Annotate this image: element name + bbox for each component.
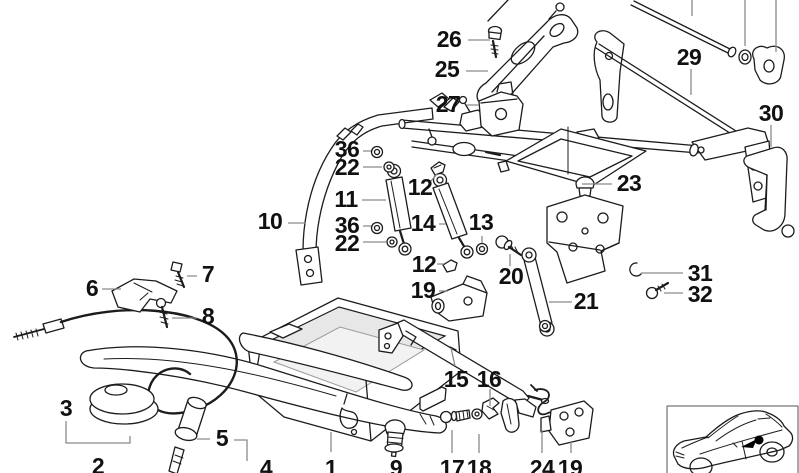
callout-21: 21 — [574, 288, 599, 314]
bracket-19-center-drawing — [430, 275, 488, 322]
callout-36-upper: 36 — [335, 136, 360, 162]
gas-strut-14-drawing — [432, 172, 474, 259]
callout-30: 30 — [759, 100, 784, 126]
callout-26: 26 — [437, 26, 462, 52]
grommet-22-upper-drawing — [383, 161, 395, 173]
callout-25: 25 — [435, 56, 460, 82]
bracket-6-drawing — [111, 278, 178, 313]
callout-12-upper: 12 — [408, 174, 433, 200]
bowden-cable-drawing — [13, 308, 238, 415]
bolt-20-drawing — [495, 235, 523, 257]
callout-2: 2 — [92, 453, 104, 473]
callout-15: 15 — [444, 366, 469, 392]
plug-5-drawing — [174, 396, 207, 442]
callout-29: 29 — [677, 44, 702, 70]
callout-9: 9 — [390, 455, 402, 473]
callout-10: 10 — [258, 208, 283, 234]
striker-19-bottom-drawing — [540, 400, 594, 446]
callout-17: 17 — [440, 455, 465, 473]
circlip-31-drawing — [629, 262, 642, 277]
callout-19-bottom: 19 — [558, 455, 583, 473]
lock-disc-drawing — [89, 383, 159, 425]
callout-27: 27 — [436, 91, 461, 117]
bolt-26-drawing — [487, 25, 503, 59]
callout-3: 3 — [60, 395, 72, 421]
callout-4: 4 — [260, 455, 273, 473]
nut-36-lower-drawing — [370, 221, 384, 235]
washer-knob-drawing — [738, 45, 785, 85]
callout-18: 18 — [467, 455, 492, 473]
callout-31: 31 — [688, 260, 713, 286]
callout-14: 14 — [411, 210, 436, 236]
bolt-32-drawing — [645, 281, 670, 300]
callout-1: 1 — [325, 455, 338, 473]
bolt-17-drawing — [439, 409, 471, 424]
callout-labels: 26 25 27 29 30 36 22 11 10 36 22 12 14 1… — [60, 26, 784, 473]
callout-22-lower: 22 — [335, 230, 360, 256]
leader-lines — [65, 0, 777, 461]
callout-32: 32 — [688, 281, 713, 307]
frame-arm-10-drawing — [295, 107, 434, 286]
callout-22-upper: 22 — [335, 154, 360, 180]
clip-12-lower-drawing — [442, 259, 458, 273]
cover-30-drawing — [743, 146, 795, 238]
callout-23: 23 — [617, 170, 642, 196]
bumper-9-drawing — [384, 419, 406, 458]
callout-20: 20 — [499, 263, 524, 289]
key-4-drawing — [168, 446, 185, 473]
shelf-frame-drawing — [497, 126, 647, 187]
bracket-27-drawing — [478, 81, 524, 137]
hinge-arm-25-drawing — [476, 0, 579, 112]
gas-strut-11-drawing — [385, 163, 412, 256]
washer-13-drawing — [475, 242, 489, 256]
callout-8: 8 — [202, 303, 215, 329]
buffer-23-drawing — [575, 176, 595, 197]
callout-6: 6 — [86, 275, 98, 301]
callout-13: 13 — [469, 209, 494, 235]
callout-16: 16 — [477, 366, 502, 392]
callout-19-center: 19 — [411, 277, 436, 303]
thin-rod-drawing — [630, 0, 737, 58]
rod-29-drawing — [595, 43, 737, 136]
callout-36-lower: 36 — [335, 212, 360, 238]
clip-16-drawing — [481, 397, 520, 433]
callout-12-lower: 12 — [412, 251, 437, 277]
nut-36-upper-drawing — [370, 145, 384, 159]
location-marker-arrow — [741, 439, 757, 448]
callout-24: 24 — [530, 455, 555, 473]
screw-7-drawing — [170, 261, 186, 289]
car-location-inset — [666, 405, 799, 473]
hinge-bracket-drawing — [593, 30, 625, 123]
location-marker-dot — [754, 435, 764, 445]
grommet-22-lower-drawing — [386, 236, 398, 248]
washer-18-drawing — [471, 408, 483, 420]
support-bracket-drawing — [546, 194, 624, 284]
clip-12-upper-drawing — [430, 161, 446, 176]
callout-11: 11 — [334, 186, 358, 212]
screw-8-drawing — [155, 297, 169, 329]
latch-bar-15-drawing — [378, 319, 552, 418]
callout-7: 7 — [202, 261, 214, 287]
callout-5: 5 — [216, 425, 229, 451]
